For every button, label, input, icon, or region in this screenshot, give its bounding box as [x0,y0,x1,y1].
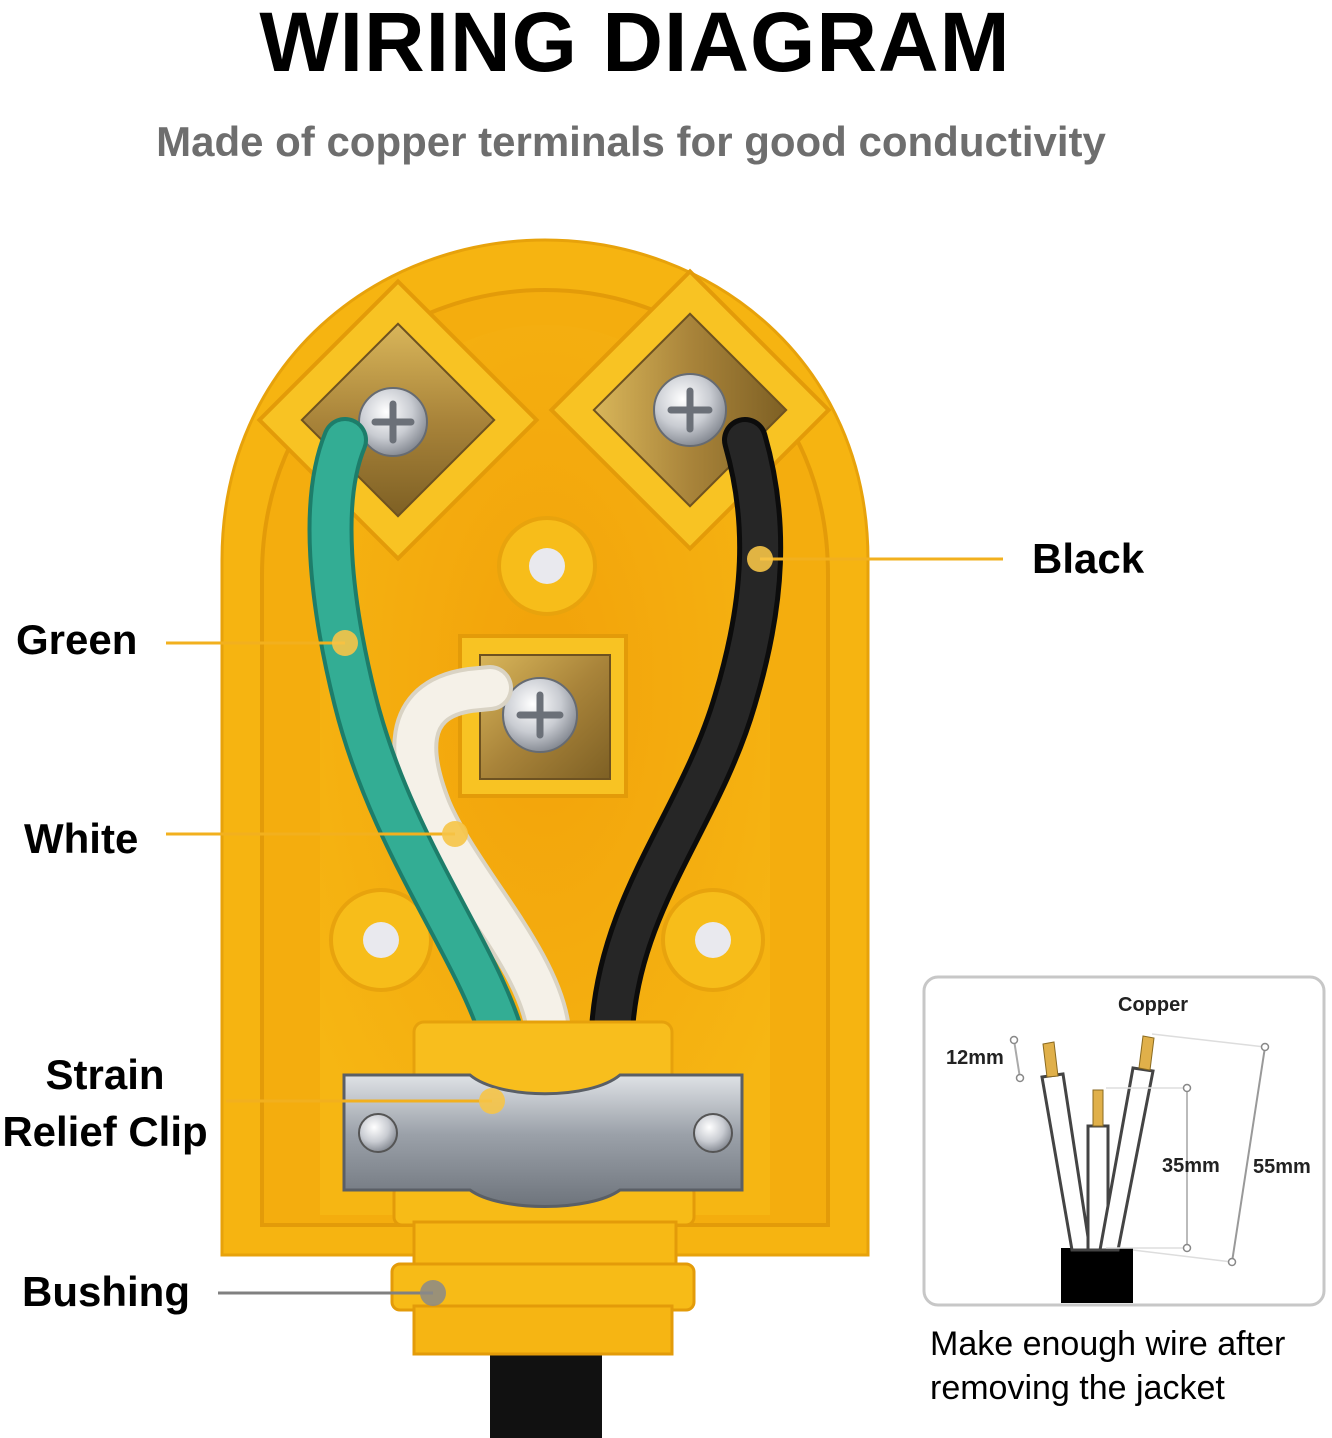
label-black: Black [1032,535,1145,582]
inset-caption: Make enough wire after removing the jack… [930,1322,1330,1410]
mount-hole-left [329,888,433,992]
leader-black [747,546,1003,572]
caption-line2: removing the jacket [930,1369,1225,1407]
inset-copper-label: Copper [1118,994,1188,1016]
caption-line1: Make enough wire after [930,1325,1286,1363]
wire-strip-inset: Copper 12mm 35mm 55mm [922,975,1326,1307]
inset-dim-55: 55mm [1253,1156,1311,1178]
leader-bushing [218,1280,446,1306]
label-white: White [24,815,139,862]
leader-white [166,821,468,847]
page-title: WIRING DIAGRAM [259,0,1011,89]
label-bushing: Bushing [22,1268,190,1315]
label-strain-relief-clip: Strain Relief Clip [0,1046,210,1160]
label-green: Green [16,616,138,663]
terminal-center-screw-icon [502,677,578,753]
terminal-left-screw-icon [358,387,428,457]
inset-dim-35: 35mm [1162,1155,1220,1177]
inset-jacket [1061,1248,1133,1303]
page-subtitle: Made of copper terminals for good conduc… [156,118,1106,165]
strain-relief-clip [342,1073,744,1208]
leader-green [166,630,358,656]
leader-strain-relief [226,1088,505,1114]
label-strain-line2: Relief Clip [2,1108,208,1155]
inset-dim-12: 12mm [946,1047,1004,1069]
mount-hole-right [661,888,765,992]
terminal-right-screw-icon [653,373,727,447]
mount-hole-top [497,516,597,616]
label-strain-line1: Strain [45,1051,165,1098]
